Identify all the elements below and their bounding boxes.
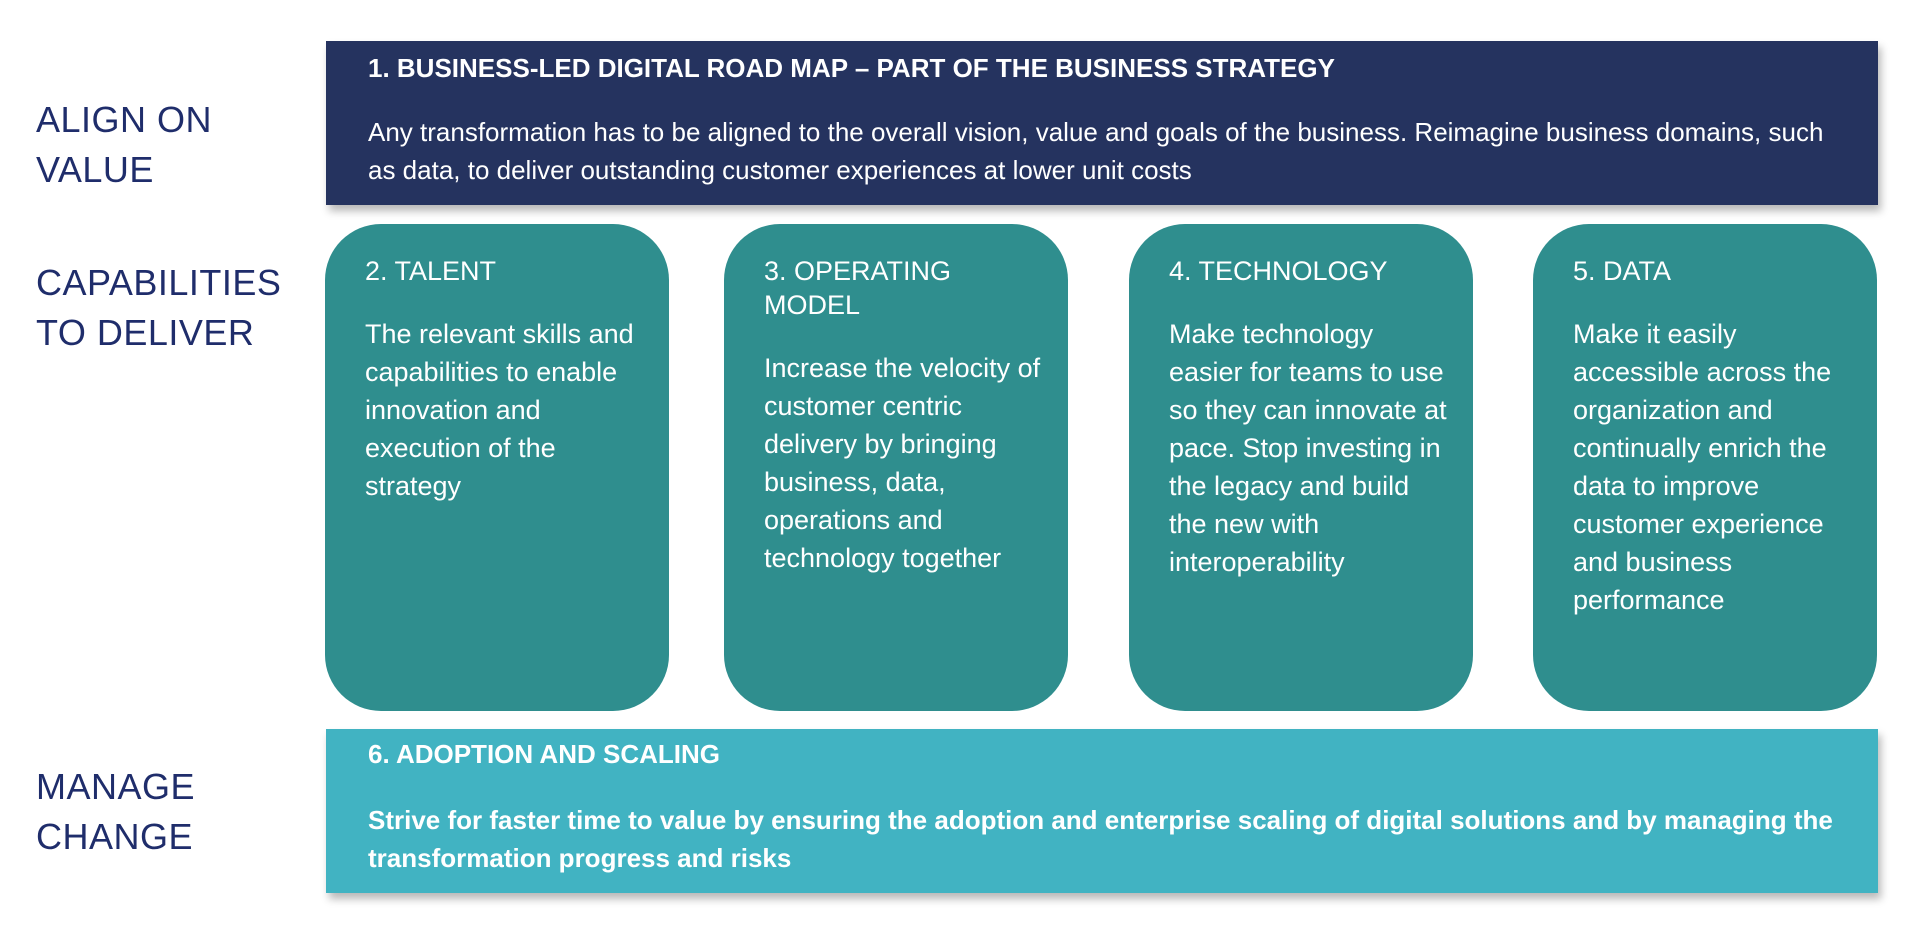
roadmap-title: 1. BUSINESS-LED DIGITAL ROAD MAP – PART …: [368, 53, 1335, 83]
adoption-scaling-title: 6. ADOPTION AND SCALING: [368, 739, 720, 769]
row-label-manage-change: MANAGE CHANGE: [36, 762, 195, 862]
row-label-line: CAPABILITIES: [36, 262, 282, 303]
card-title: 2. TALENT: [365, 256, 497, 286]
adoption-scaling-description: Strive for faster time to value by ensur…: [368, 805, 1833, 873]
roadmap-banner: 1. BUSINESS-LED DIGITAL ROAD MAP – PART …: [326, 41, 1878, 205]
row-label-line: TO DELIVER: [36, 312, 255, 353]
card-title: 3. OPERATING MODEL: [764, 256, 952, 320]
row-label-align-on-value: ALIGN ON VALUE: [36, 95, 212, 195]
row-label-line: ALIGN ON: [36, 99, 213, 140]
card-title: 4. TECHNOLOGY: [1169, 256, 1388, 286]
roadmap-description: Any transformation has to be aligned to …: [368, 117, 1824, 185]
row-label-line: CHANGE: [36, 816, 194, 857]
adoption-scaling-banner: 6. ADOPTION AND SCALING Strive for faste…: [326, 729, 1878, 893]
technology-card: 4. TECHNOLOGY Make technology easier for…: [1129, 224, 1473, 711]
card-description: Increase the velocity of customer centri…: [764, 353, 1041, 573]
card-description: The relevant skills and capabilities to …: [365, 319, 634, 501]
talent-card: 2. TALENT The relevant skills and capabi…: [325, 224, 669, 711]
row-label-line: MANAGE: [36, 766, 196, 807]
operating-model-card: 3. OPERATING MODEL Increase the velocity…: [724, 224, 1068, 711]
card-description: Make technology easier for teams to use …: [1169, 319, 1447, 577]
card-title: 5. DATA: [1573, 256, 1672, 286]
row-label-capabilities-to-deliver: CAPABILITIES TO DELIVER: [36, 258, 281, 358]
data-card: 5. DATA Make it easily accessible across…: [1533, 224, 1877, 711]
row-label-line: VALUE: [36, 149, 154, 190]
card-description: Make it easily accessible across the org…: [1573, 319, 1832, 615]
